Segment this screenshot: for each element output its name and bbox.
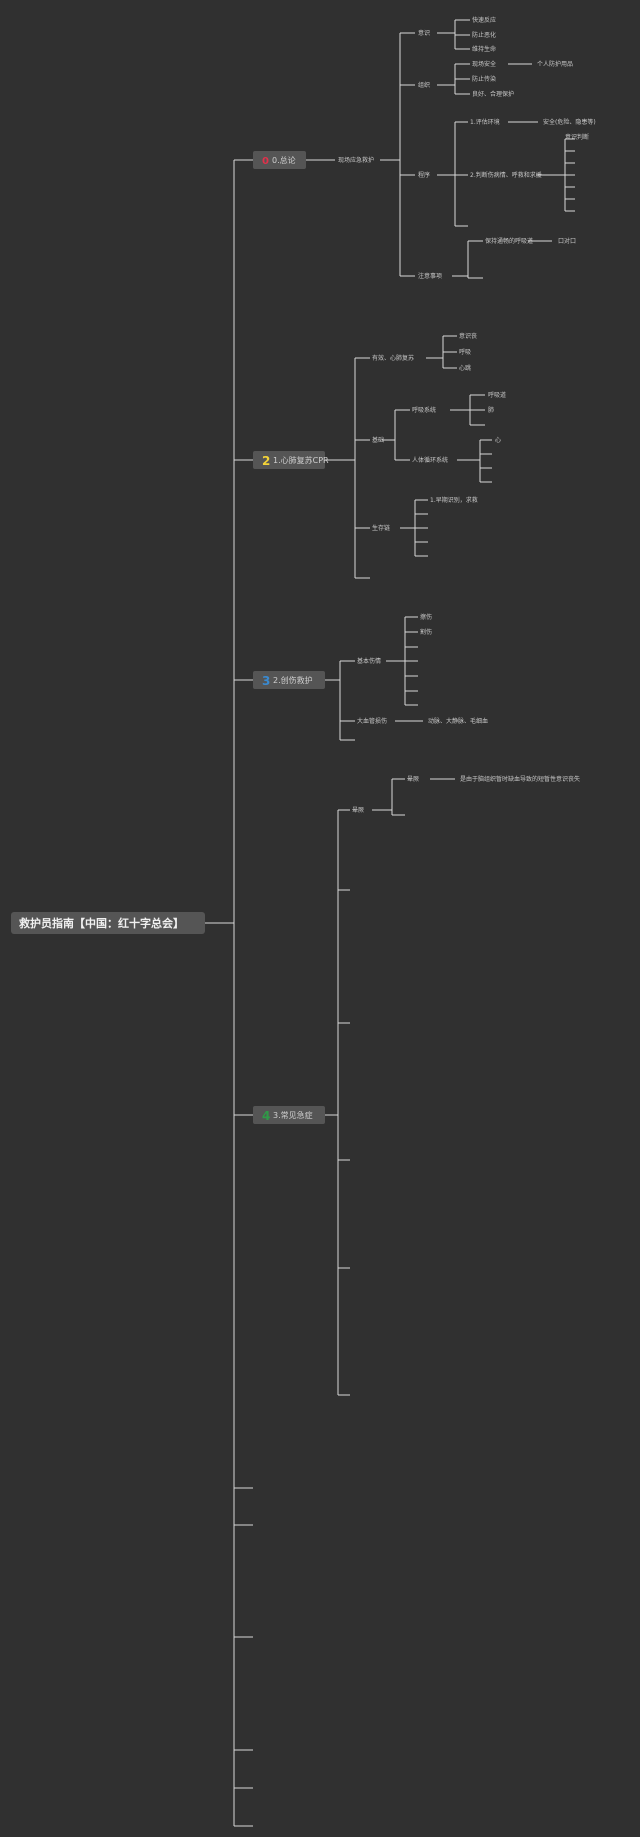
node[interactable]: 割伤 — [420, 628, 432, 636]
section-number-1: 2 — [262, 454, 270, 468]
node[interactable]: 晕厥 — [407, 776, 419, 783]
node[interactable]: 2.判断伤病情、呼救和求援 — [470, 171, 542, 179]
root-node-box[interactable] — [11, 912, 205, 934]
section-number-2: 3 — [262, 674, 270, 688]
node[interactable]: 防止恶化 — [472, 31, 496, 39]
node[interactable]: 维持生命 — [472, 45, 496, 53]
node[interactable]: 现场应急救护 — [338, 156, 374, 164]
node[interactable]: 生存链 — [372, 524, 390, 532]
root-node: 救护员指南【中国：红十字总会】 — [19, 916, 184, 930]
node[interactable]: 个人防护用品 — [537, 60, 573, 68]
node[interactable]: 是由于脑组织暂时缺血导致的短暂性意识丧失 — [460, 775, 580, 783]
node[interactable]: 保持通畅的呼吸道 — [485, 237, 533, 245]
node[interactable]: 意识判断 — [565, 133, 589, 141]
section-number-0: 0 — [262, 156, 269, 167]
node[interactable]: 1.评估环境 — [470, 118, 500, 126]
node[interactable]: 基础 — [372, 436, 384, 444]
node[interactable]: 组织 — [418, 81, 430, 89]
node[interactable]: 口对口 — [558, 237, 576, 245]
node[interactable]: 现场安全 — [472, 60, 496, 68]
node[interactable]: 有效、心肺复苏 — [372, 354, 414, 362]
node[interactable]: 晕厥 — [352, 807, 364, 814]
section-label-1: 1.心肺复苏CPR — [273, 455, 329, 465]
node[interactable]: 基本伤情 — [357, 657, 381, 665]
node[interactable]: 防止传染 — [472, 75, 496, 83]
node[interactable]: 程序 — [418, 171, 430, 179]
node[interactable]: 人体循环系统 — [412, 456, 448, 464]
section-node-2[interactable]: 3 2.创伤救护 — [253, 671, 325, 689]
node[interactable]: 肺 — [488, 407, 494, 414]
section-node-0[interactable]: 0 0.总论 — [253, 151, 306, 169]
section-number-3: 4 — [262, 1109, 270, 1123]
node[interactable]: 意识丧 — [459, 332, 477, 340]
node[interactable]: 大血管损伤 — [357, 717, 387, 725]
node[interactable]: 擦伤 — [420, 613, 432, 621]
node[interactable]: 呼吸系统 — [412, 406, 436, 414]
node[interactable]: 安全(危险、隐患等) — [543, 118, 596, 126]
section-label-0: 0.总论 — [272, 155, 296, 165]
node[interactable]: 意识 — [418, 29, 430, 37]
section-label-3: 3.常见急症 — [273, 1110, 313, 1120]
node[interactable]: 呼吸道 — [488, 391, 506, 399]
section-label-2: 2.创伤救护 — [273, 675, 313, 685]
node[interactable]: 心跳 — [459, 364, 471, 372]
node[interactable]: 动脉、大静脉、毛细血 — [428, 717, 488, 725]
node[interactable]: 良好、合理保护 — [472, 90, 514, 98]
node[interactable]: 快速反应 — [472, 16, 496, 24]
node[interactable]: 心 — [495, 437, 501, 444]
section-node-3[interactable]: 4 3.常见急症 — [253, 1106, 325, 1124]
node[interactable]: 1.早期识别，求救 — [430, 496, 478, 504]
node[interactable]: 呼吸 — [459, 349, 471, 356]
section-node-1[interactable]: 2 1.心肺复苏CPR — [253, 451, 329, 469]
node[interactable]: 注意事项 — [418, 272, 442, 280]
